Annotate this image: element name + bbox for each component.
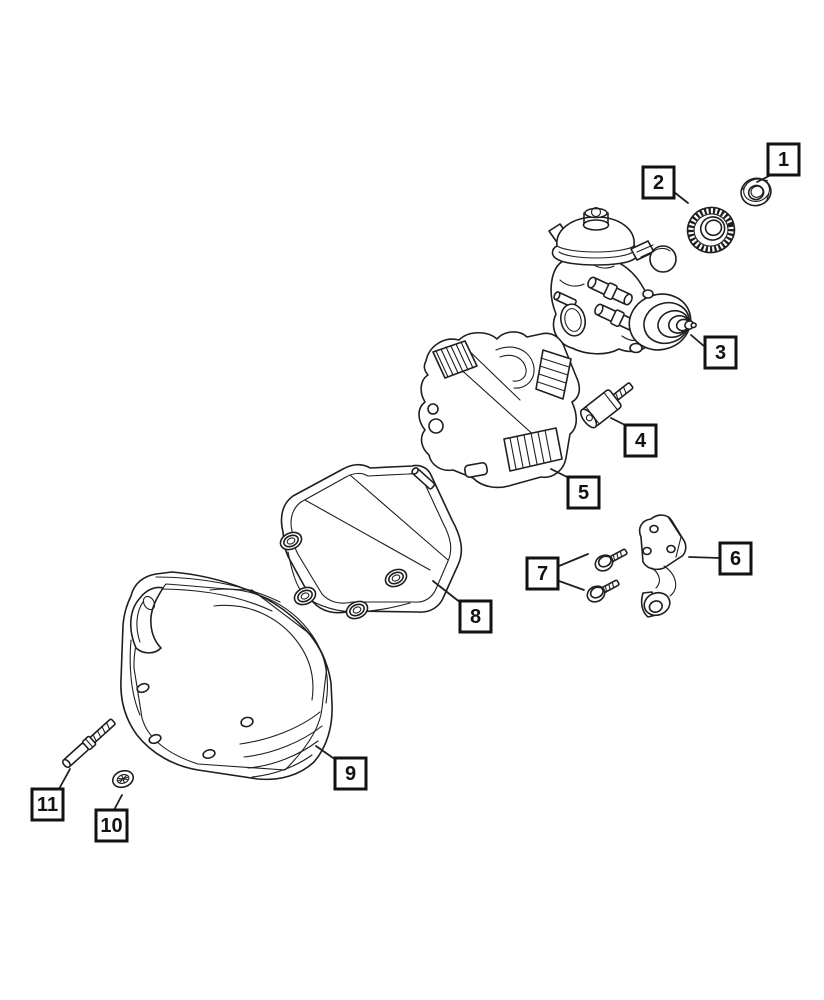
leader-line-6 [688, 556, 721, 559]
cover-grommet [384, 568, 408, 588]
pump-drive-gear-illustration [686, 206, 736, 254]
mounting-stud-illustration [61, 718, 116, 769]
callout-2[interactable]: 2 [641, 165, 676, 200]
outer-insulator-cover-illustration [120, 571, 333, 781]
spacer-stud-illustration [579, 382, 634, 429]
callout-label-3: 3 [715, 342, 726, 364]
cover-grommet [293, 586, 317, 606]
flange-nut-illustration [740, 177, 772, 207]
leader-line-1 [756, 175, 770, 183]
callout-label-2: 2 [653, 172, 664, 194]
callout-10[interactable]: 10 [94, 808, 129, 843]
support-bracket-illustration [638, 514, 687, 618]
fuel-injection-pump-illustration [548, 206, 697, 355]
callout-label-5: 5 [578, 482, 589, 504]
leader-line-2 [673, 191, 689, 204]
callout-label-6: 6 [730, 548, 741, 570]
hex-flange-bolt-illustration [594, 548, 628, 572]
callout-8[interactable]: 8 [458, 599, 493, 634]
leader-line-11 [58, 768, 71, 790]
leader-line-9 [315, 745, 337, 761]
callout-label-10: 10 [100, 815, 122, 837]
callout-3[interactable]: 3 [703, 335, 738, 370]
callout-label-9: 9 [345, 763, 356, 785]
callout-label-4: 4 [635, 430, 647, 452]
leader-line-8 [432, 580, 462, 604]
callout-4[interactable]: 4 [623, 423, 658, 458]
leader-line-3 [690, 334, 706, 348]
callout-label-8: 8 [470, 606, 481, 628]
inner-insulator-cover-illustration [279, 463, 463, 620]
leader-line-7b [558, 580, 585, 591]
insulator-ribbed-pad [535, 349, 572, 400]
callout-7[interactable]: 7 [525, 556, 560, 591]
insulator-ribbed-pad [432, 340, 478, 379]
callout-6[interactable]: 6 [718, 541, 753, 576]
push-nut-illustration [111, 769, 135, 789]
upper-insulator-illustration [418, 331, 581, 489]
leader-line-10 [113, 794, 123, 811]
callout-label-11: 11 [37, 794, 58, 816]
callout-9[interactable]: 9 [333, 756, 368, 791]
callout-5[interactable]: 5 [566, 475, 601, 510]
leader-line-7a [558, 553, 589, 567]
callout-label-1: 1 [778, 149, 789, 171]
cover-grommet [345, 600, 369, 620]
insulator-ribbed-pad [503, 427, 563, 472]
callout-11[interactable]: 11 [30, 787, 65, 822]
cover-grommet [279, 531, 303, 551]
callout-label-7: 7 [537, 563, 548, 585]
hex-flange-bolt-illustration [586, 579, 620, 603]
callout-1[interactable]: 1 [766, 142, 801, 177]
leader-line-5 [550, 468, 570, 479]
